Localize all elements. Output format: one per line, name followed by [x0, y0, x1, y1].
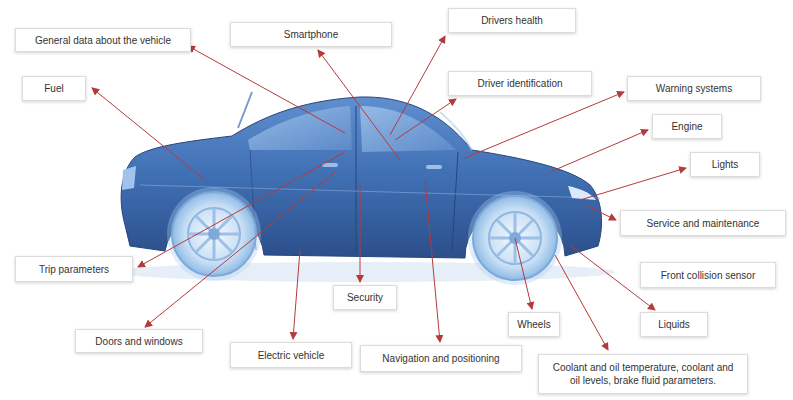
callout-label: Lights: [712, 158, 739, 171]
callout-label: Navigation and positioning: [382, 352, 499, 365]
callout-label: Coolant and oil temperature, coolant and…: [547, 361, 739, 387]
callout-box: Wheels: [508, 312, 560, 337]
callout-label: Trip parameters: [39, 263, 109, 276]
callout-box: Navigation and positioning: [360, 345, 522, 372]
callout-label: Warning systems: [656, 82, 732, 95]
callout-box: Service and maintenance: [620, 210, 786, 236]
callout-label: Security: [347, 291, 383, 304]
callout-label: Fuel: [44, 82, 63, 95]
callout-label: Service and maintenance: [647, 217, 760, 230]
callout-label: Driver identification: [477, 77, 562, 90]
callout-box: Lights: [690, 152, 760, 177]
callout-box: Trip parameters: [15, 256, 133, 282]
callout-label: Electric vehicle: [258, 349, 325, 362]
callout-label: Liquids: [658, 318, 690, 331]
leader-lines: [92, 36, 686, 350]
callout-box: Liquids: [640, 312, 708, 337]
callout-box: General data about the vehicle: [15, 28, 191, 52]
callout-label: Drivers health: [481, 14, 543, 27]
callout-box: Driver identification: [448, 71, 592, 96]
callout-box: Coolant and oil temperature, coolant and…: [538, 354, 748, 394]
callout-label: General data about the vehicle: [35, 34, 171, 47]
callout-box: Security: [333, 285, 397, 310]
callout-box: Engine: [652, 114, 722, 139]
callout-label: Engine: [671, 120, 702, 133]
callout-box: Fuel: [22, 76, 86, 101]
callout-box: Doors and windows: [75, 329, 203, 353]
callout-box: Front collision sensor: [640, 262, 776, 288]
callout-label: Front collision sensor: [661, 269, 755, 282]
callout-box: Smartphone: [230, 22, 392, 47]
callout-label: Smartphone: [284, 28, 338, 41]
callout-box: Electric vehicle: [230, 342, 352, 368]
callout-box: Drivers health: [448, 8, 576, 33]
callout-label: Doors and windows: [95, 335, 182, 348]
callout-box: Warning systems: [627, 76, 761, 101]
callout-label: Wheels: [517, 318, 550, 331]
